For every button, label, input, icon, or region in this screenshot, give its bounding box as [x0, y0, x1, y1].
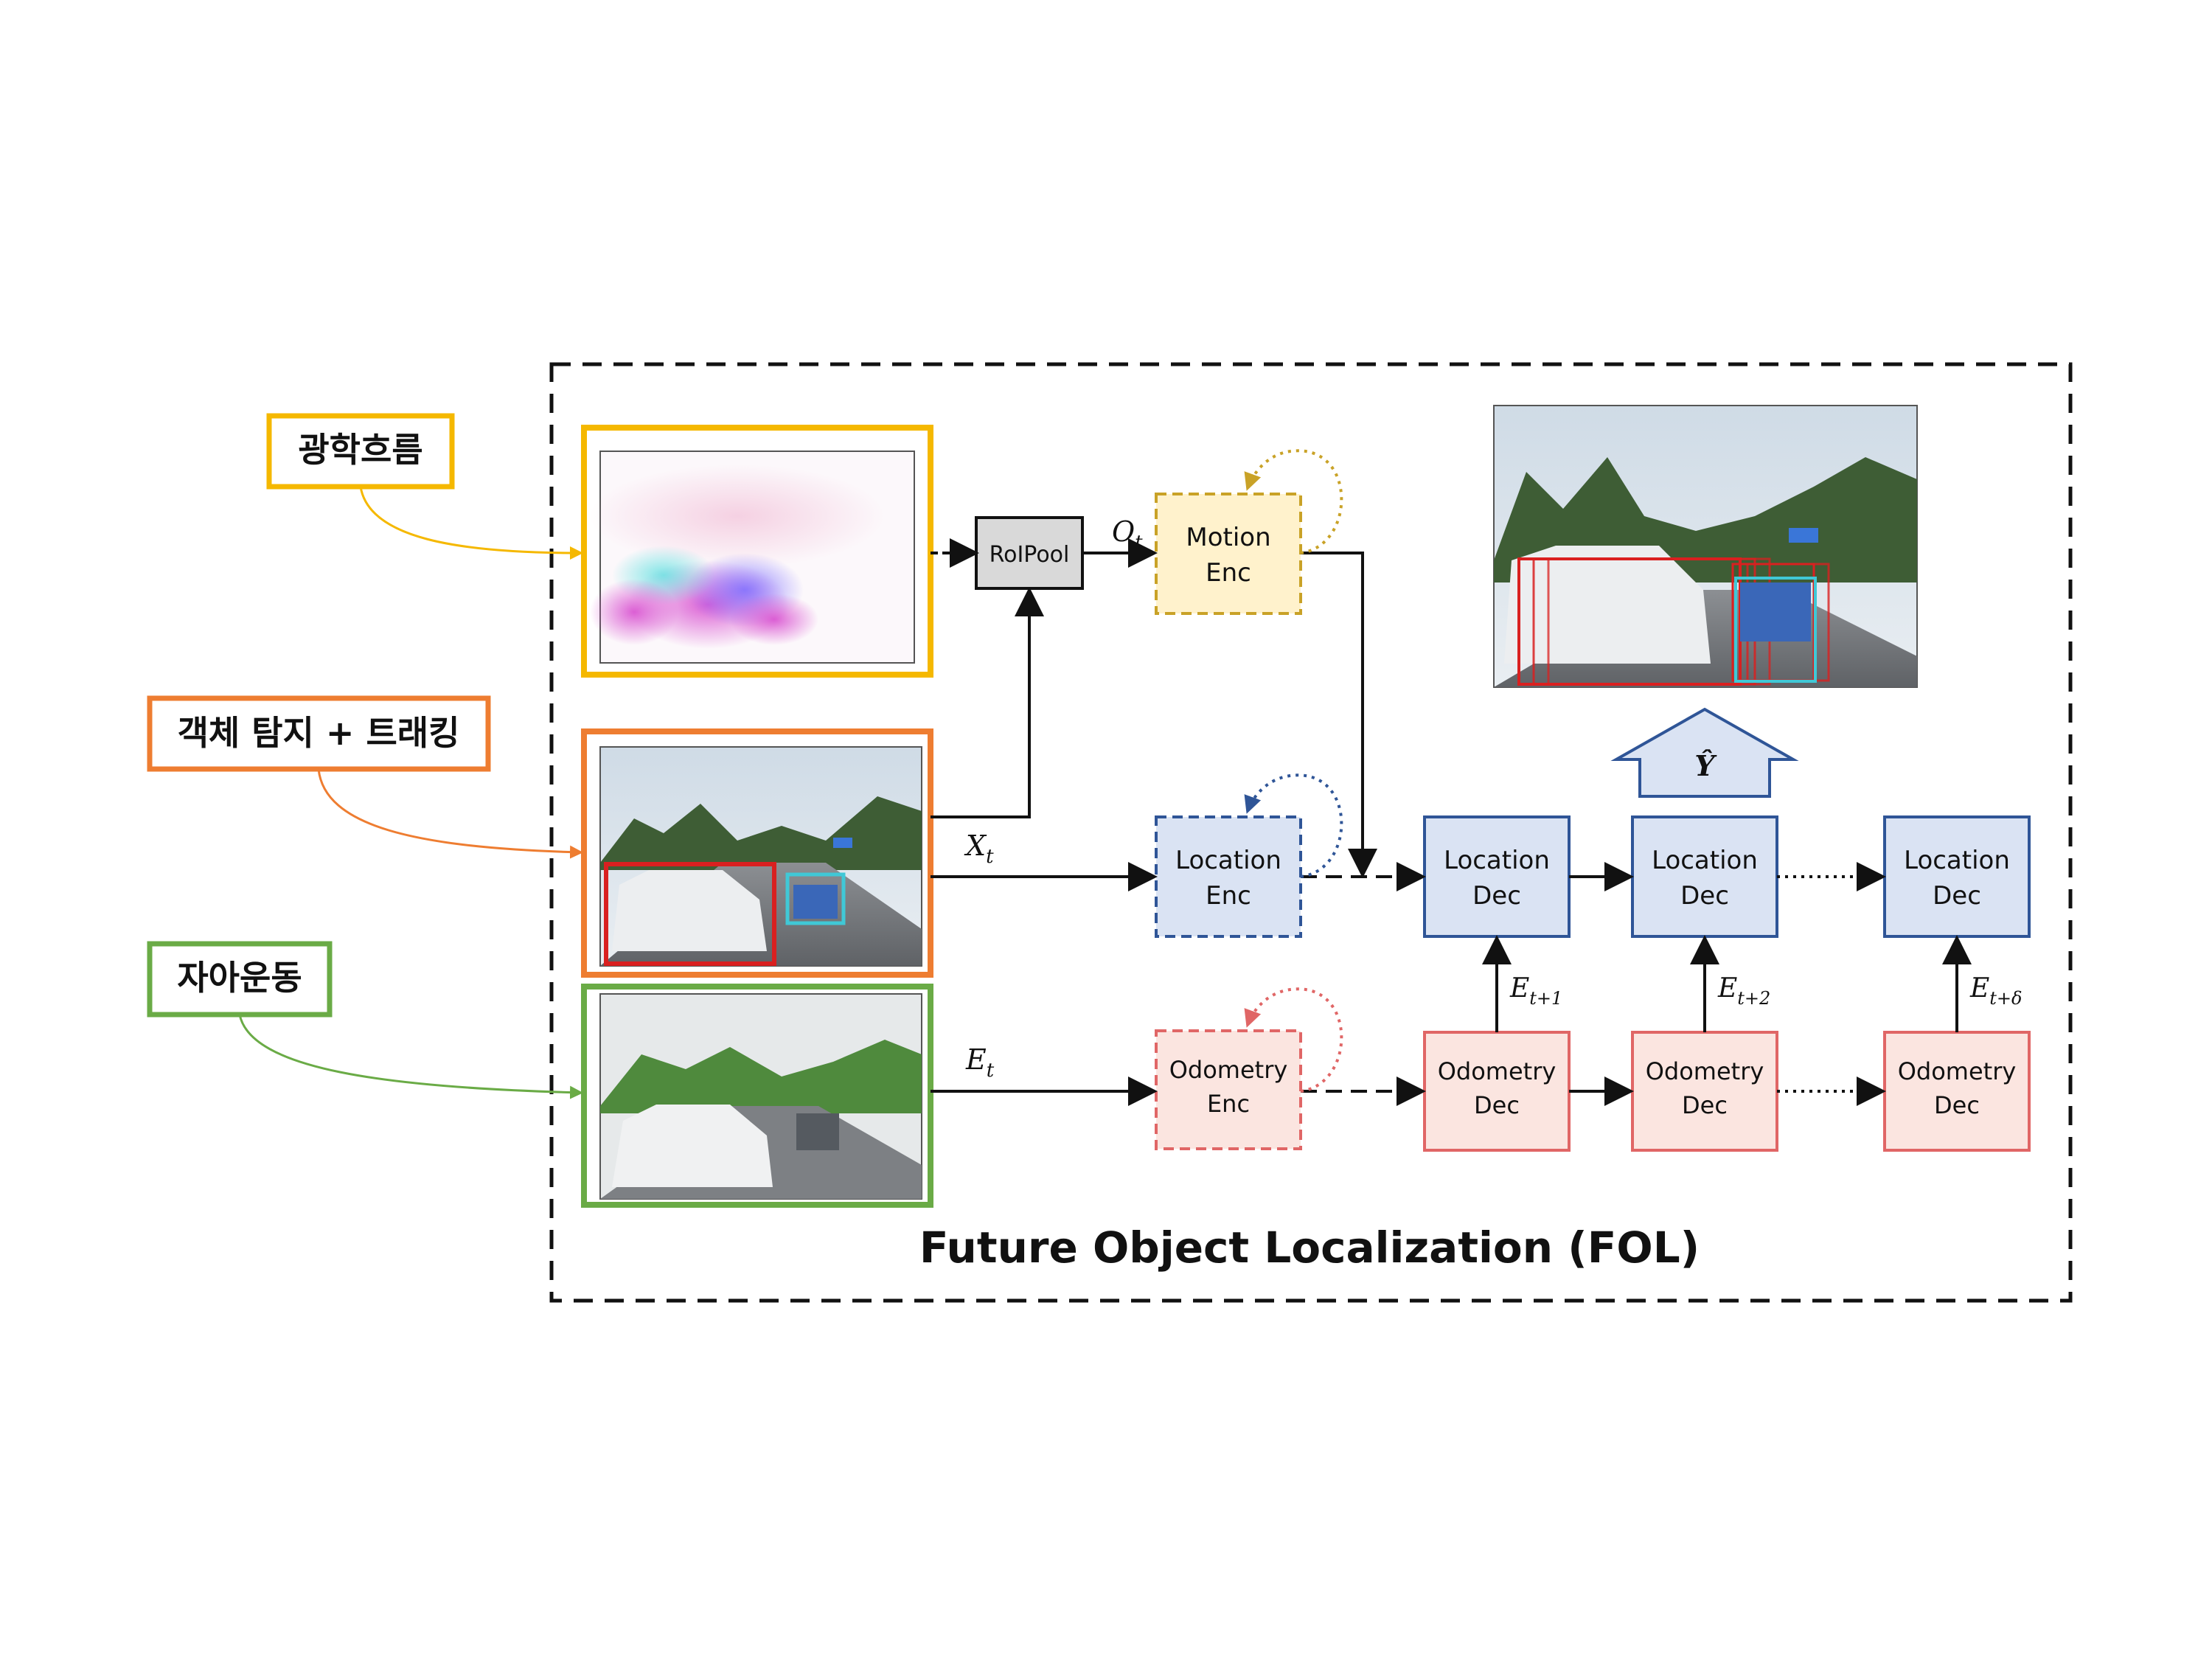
- location-dec-2-label-1: Location: [1652, 846, 1758, 875]
- odometry-dec-block-3: Odometry Dec: [1883, 1031, 2031, 1152]
- location-enc-label-1: Location: [1175, 846, 1281, 875]
- odometry-enc-self-loop: [1244, 987, 1343, 1093]
- odometry-dec-block-1: Odometry Dec: [1423, 1031, 1571, 1152]
- o-t-symbol: Ot: [1112, 515, 1143, 554]
- e-t2-symbol: Et+2: [1717, 973, 1770, 1009]
- odometry-enc-block: Odometry Enc: [1155, 1029, 1302, 1150]
- optical-flow-label-text: 광학흐름: [298, 430, 422, 470]
- location-dec-block-2: Location Dec: [1631, 815, 1778, 938]
- motion-enc-label-2: Enc: [1206, 558, 1251, 588]
- ego-motion-connector: [238, 1014, 583, 1099]
- odometry-dec-3-label-2: Dec: [1934, 1091, 1980, 1119]
- motion-enc-block: Motion Enc: [1155, 493, 1302, 615]
- location-enc-block: Location Enc: [1155, 815, 1302, 938]
- odometry-dec-2-label-2: Dec: [1682, 1091, 1728, 1119]
- motion-enc-label-1: Motion: [1186, 523, 1270, 552]
- detection-tracking-connector: [317, 768, 583, 859]
- odometry-dec-1-label-2: Dec: [1474, 1091, 1520, 1119]
- ego-motion-image: [581, 984, 933, 1208]
- optical-flow-label: 광학흐름: [266, 413, 455, 490]
- ego-motion-label-text: 자아운동: [177, 958, 302, 998]
- optical-flow-image: [581, 425, 933, 678]
- arrow-motion-enc-to-junction: [1301, 552, 1377, 878]
- ego-motion-label: 자아운동: [147, 941, 333, 1018]
- roipool-block: RoIPool: [975, 516, 1084, 590]
- location-dec-3-label-1: Location: [1904, 846, 2010, 875]
- location-dec-2-label-2: Dec: [1680, 881, 1729, 911]
- detection-tracking-label: 객체 탐지 + 트래킹: [147, 695, 491, 772]
- diagram-title: Future Object Localization (FOL): [919, 1222, 1700, 1273]
- location-enc-self-loop: [1244, 773, 1343, 878]
- fol-boundary: [549, 362, 2073, 1303]
- location-enc-label-2: Enc: [1206, 881, 1251, 911]
- location-dec-1-label-2: Dec: [1472, 881, 1521, 911]
- location-dec-1-label-1: Location: [1444, 846, 1550, 875]
- location-dec-block-1: Location Dec: [1423, 815, 1571, 938]
- odometry-enc-label-1: Odometry: [1169, 1056, 1288, 1084]
- odometry-enc-label-2: Enc: [1207, 1090, 1250, 1118]
- odometry-dec-2-label-1: Odometry: [1646, 1057, 1764, 1085]
- arrow-detection-to-roipool: [931, 587, 1044, 818]
- odometry-dec-1-label-1: Odometry: [1438, 1057, 1557, 1085]
- e-t-symbol: Et: [965, 1043, 995, 1082]
- roipool-label: RoIPool: [990, 542, 1070, 568]
- e-td-symbol: Et+δ: [1969, 973, 2022, 1009]
- odometry-dec-3-label-1: Odometry: [1898, 1057, 2017, 1085]
- output-prediction-image: [1493, 405, 1918, 688]
- y-hat-symbol: Ŷ: [1694, 749, 1717, 782]
- location-dec-block-3: Location Dec: [1883, 815, 2031, 938]
- odometry-dec-block-2: Odometry Dec: [1631, 1031, 1778, 1152]
- x-t-symbol: Xt: [964, 830, 994, 868]
- detection-tracking-label-text: 객체 탐지 + 트래킹: [178, 713, 460, 753]
- location-dec-3-label-2: Dec: [1933, 881, 1981, 911]
- e-t1-symbol: Et+1: [1509, 973, 1562, 1009]
- output-up-arrow: Ŷ: [1610, 707, 1799, 798]
- detection-tracking-image: [581, 728, 933, 978]
- optical-flow-connector: [359, 486, 583, 560]
